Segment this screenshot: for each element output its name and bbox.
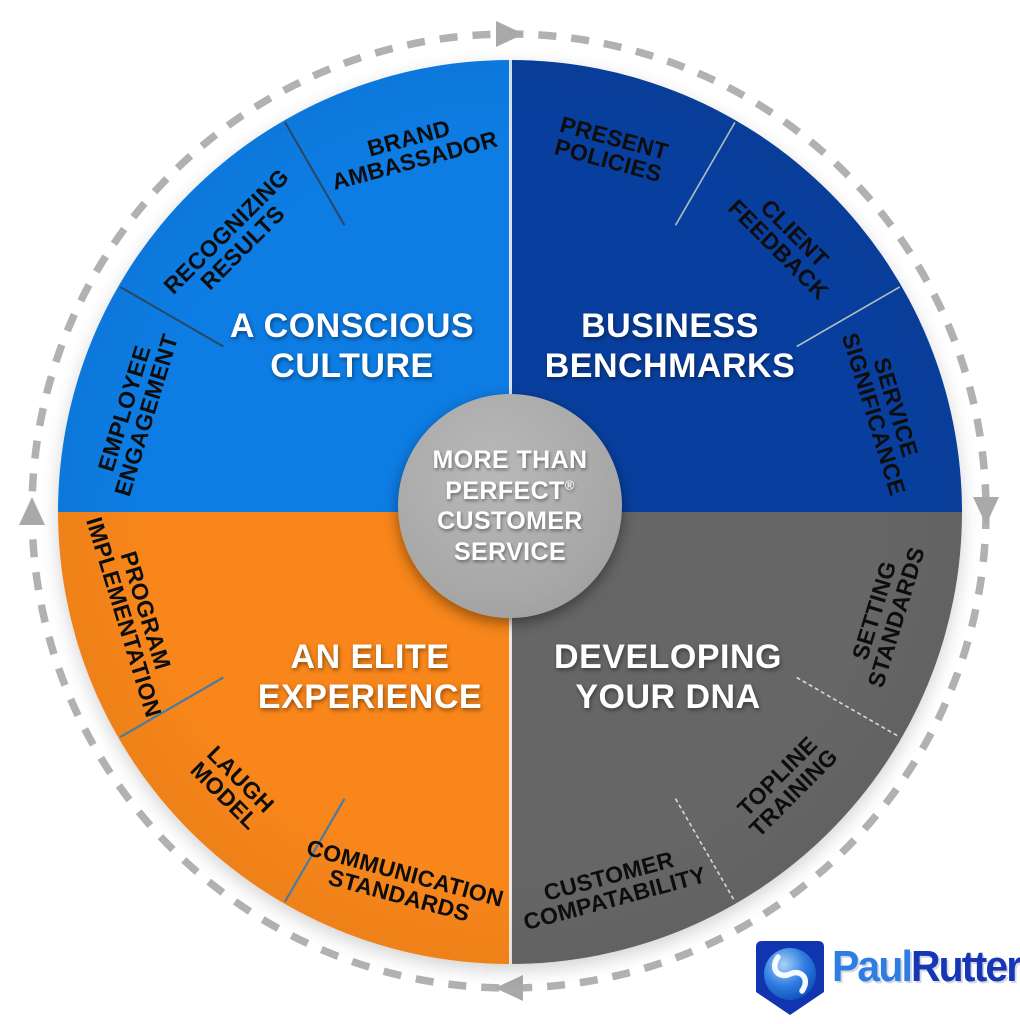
logo-name-second: Rutter [910,942,1020,991]
center-line-4: SERVICE [453,537,567,566]
center-line-3: CUSTOMER [437,507,583,535]
clockwise-arrow-top-icon [496,21,524,47]
quadrant-title-developing-dna: DEVELOPING YOUR DNA [554,637,782,716]
logo-name-first: Paul [832,942,913,991]
quadrant-title-business-benchmarks: BUSINESS BENCHMARKS [544,306,796,385]
logo-shield-icon [756,941,824,1015]
quadrant-title-elite-experience: AN ELITE EXPERIENCE [257,637,483,716]
center-hub-text: MORE THAN PERFECT® CUSTOMER SERVICE [433,445,588,567]
center-line-2: PERFECT® [445,476,575,505]
swirl-icon [771,954,809,994]
logo-wordmark: PaulRutter [832,942,1020,992]
clockwise-arrow-bottom-icon [495,975,523,1001]
quadrant-title-conscious-culture: A CONSCIOUS CULTURE [229,306,475,385]
registered-mark: ® [564,477,575,493]
center-line-1: MORE THAN [432,446,588,474]
paulrutter-logo: PaulRutter [752,936,1020,1024]
center-hub: MORE THAN PERFECT® CUSTOMER SERVICE [398,394,622,618]
clockwise-arrow-left-icon [19,497,45,525]
clockwise-arrow-right-icon [973,497,999,525]
